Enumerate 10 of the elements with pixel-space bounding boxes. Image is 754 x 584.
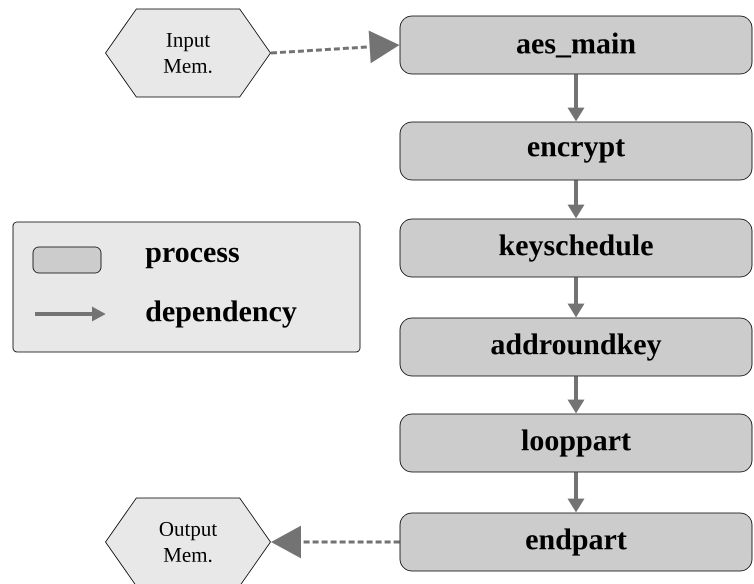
process-box: encrypt bbox=[400, 122, 752, 180]
process-box: looppart bbox=[400, 414, 752, 472]
legend-label: dependency bbox=[146, 300, 297, 328]
process-box: endpart bbox=[400, 512, 752, 572]
process-box: aes_main bbox=[400, 16, 752, 74]
memory-hexagon: Input Mem. bbox=[105, 8, 271, 98]
process-box: addroundkey bbox=[400, 318, 752, 376]
memory-hexagon: Output Mem. bbox=[105, 498, 271, 584]
legend-label: process bbox=[146, 248, 239, 268]
process-box: keyschedule bbox=[400, 218, 752, 278]
